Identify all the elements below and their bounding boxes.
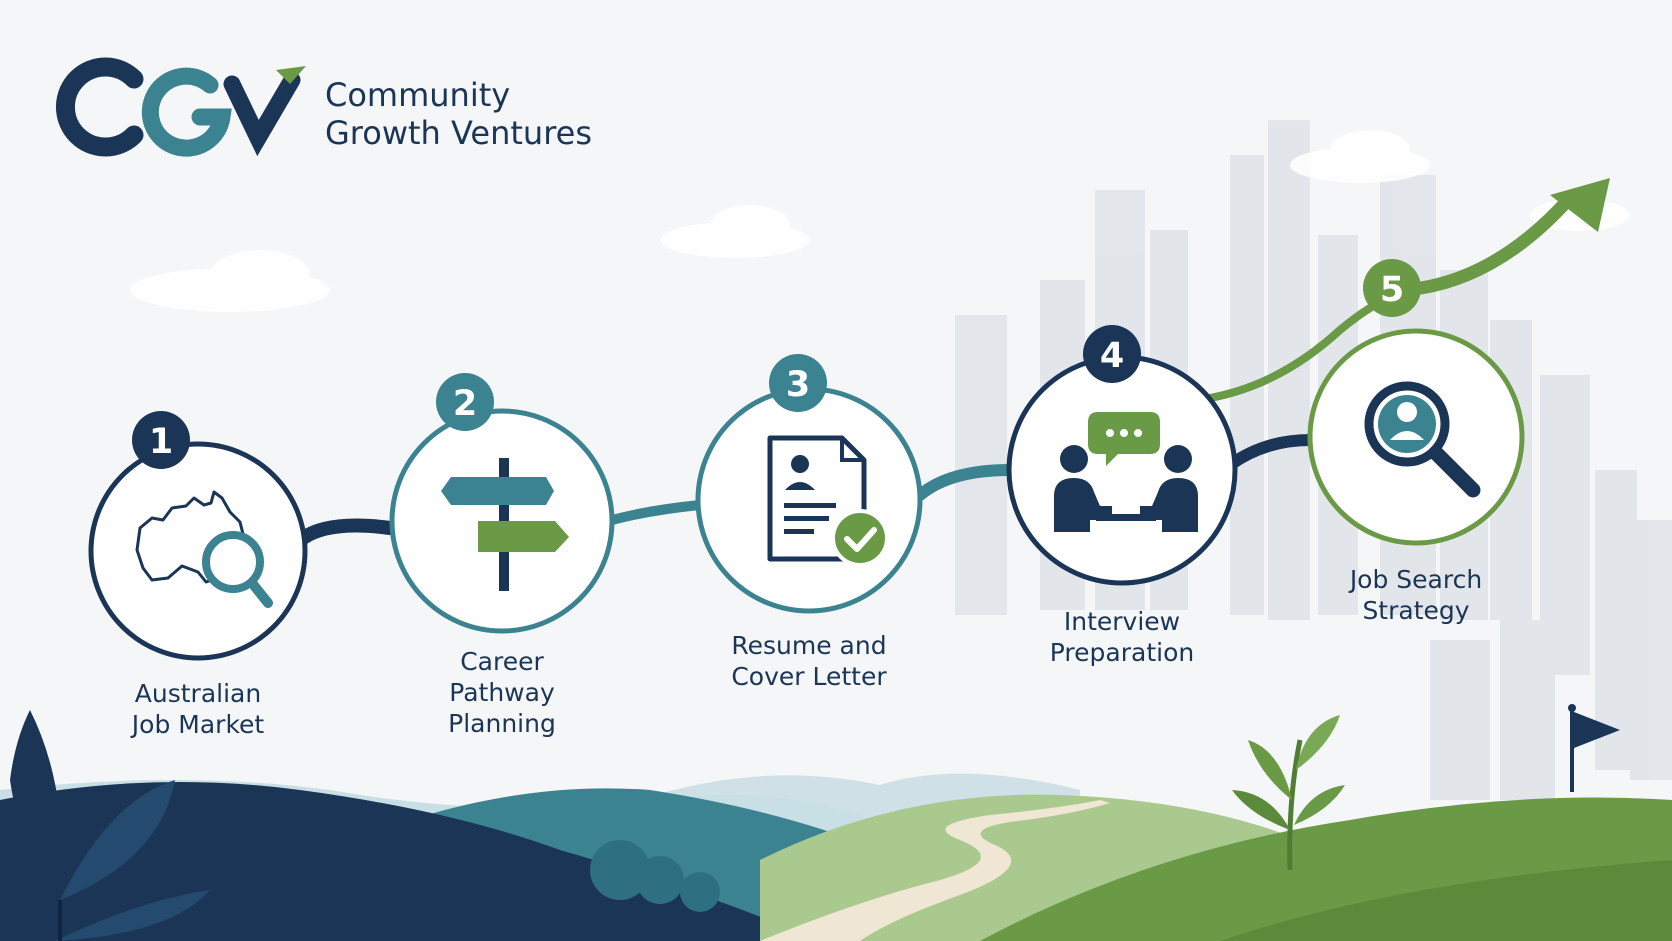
sapling — [1232, 715, 1345, 871]
australia-map-search-icon — [135, 490, 273, 608]
brand-name-line1: Community — [325, 76, 511, 114]
step-4-number: 4 — [1100, 336, 1124, 376]
resume-check-icon — [767, 435, 889, 567]
goal-flag-icon — [1568, 704, 1620, 792]
foreground-leaves — [10, 710, 210, 941]
step-3-badge — [769, 354, 827, 412]
step-5-label: Job Search Strategy — [1349, 565, 1483, 625]
journey-connectors — [296, 434, 1316, 545]
landscape — [0, 704, 1672, 941]
step-5-number: 5 — [1380, 270, 1404, 310]
step-2-number: 2 — [453, 384, 477, 424]
cgv-logo — [55, 57, 306, 157]
step-4-badge — [1083, 325, 1141, 383]
step-3-number: 3 — [786, 365, 810, 405]
brand-name-line2: Growth Ventures — [325, 114, 593, 152]
step-1-badge — [132, 411, 190, 469]
signpost-icon — [441, 458, 569, 591]
step-4-interview-preparation: 4 — [1006, 325, 1238, 586]
step-1-label: Australian Job Market — [131, 679, 265, 739]
clouds — [130, 130, 1630, 312]
interview-chat-icon — [1054, 412, 1198, 532]
step-1-australian-job-market: 1 — [88, 411, 308, 661]
step-3-resume-and-cover-letter: 3 — [695, 354, 923, 614]
bushes — [590, 840, 720, 912]
step-2-career-pathway-planning: 2 — [389, 373, 615, 634]
step-2-badge — [436, 373, 494, 431]
step-2-label: Career Pathway Planning — [448, 647, 556, 738]
step-3-label: Resume and Cover Letter — [731, 631, 887, 691]
step-5-badge — [1363, 259, 1421, 317]
step-4-label: Interview Preparation — [1049, 607, 1195, 667]
brand-name: Community Growth Ventures — [325, 76, 592, 152]
step-1-number: 1 — [149, 422, 173, 462]
person-search-icon — [1364, 381, 1481, 498]
step-5-job-search-strategy: 5 — [1307, 259, 1525, 546]
